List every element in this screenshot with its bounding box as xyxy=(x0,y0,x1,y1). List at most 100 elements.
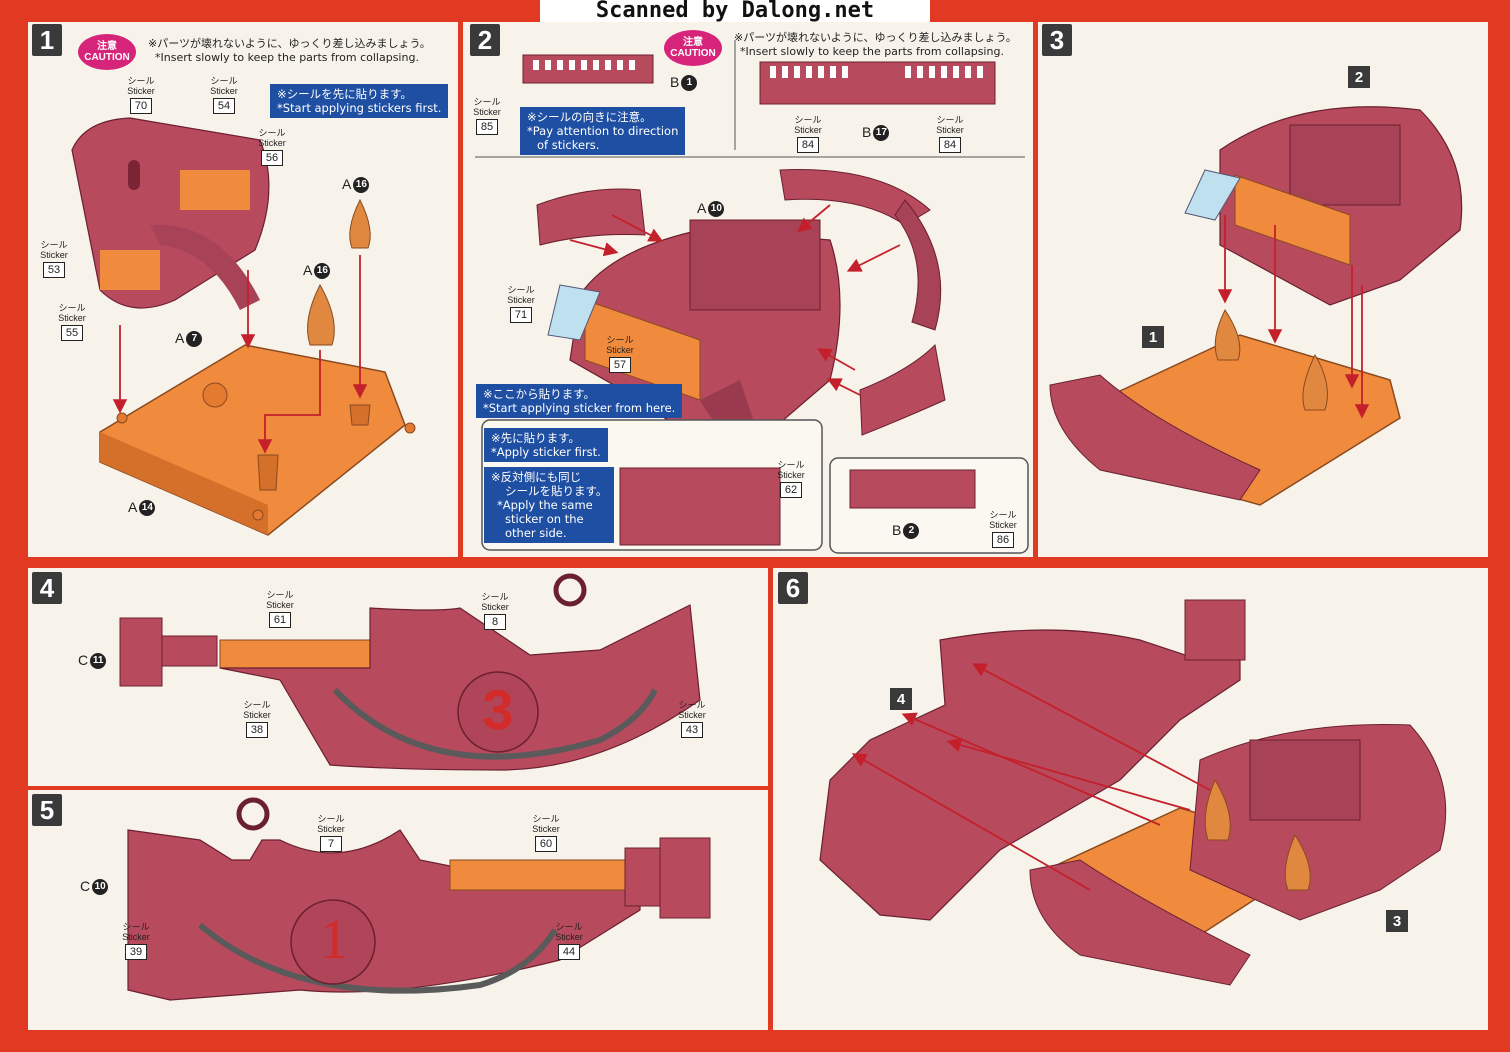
sticker-jp: シール xyxy=(40,240,68,250)
sticker-number: 60 xyxy=(535,836,557,852)
step2-note-jp: ※パーツが壊れないように、ゆっくり差し込みましょう。 xyxy=(734,31,1017,44)
sticker-jp: シール xyxy=(989,510,1017,520)
sticker-en: Sticker xyxy=(210,86,238,96)
sticker-jp: シール xyxy=(210,76,238,86)
sticker-number: 71 xyxy=(510,307,532,323)
part-number: 17 xyxy=(873,125,890,142)
sticker-number: 62 xyxy=(780,482,802,498)
sticker-en: Sticker xyxy=(243,710,271,720)
sticker-number: 56 xyxy=(261,150,283,166)
step2-blue4-jp1: ※反対側にも同じ xyxy=(491,470,582,484)
caution-en: CAUTION xyxy=(670,48,716,59)
step2-blue1-en2: of stickers. xyxy=(537,138,600,152)
sticker-en: Sticker xyxy=(122,932,150,942)
sticker-jp: シール xyxy=(606,335,634,345)
step2-blue4-en1: *Apply the same xyxy=(497,498,593,512)
emblem-number-3: 3 xyxy=(482,678,514,741)
sticker-number: 7 xyxy=(320,836,342,852)
step2-blue4-en2: sticker on the xyxy=(505,512,584,526)
step4-panel xyxy=(28,568,768,786)
sticker-en: Sticker xyxy=(606,345,634,355)
step3-ref-1: 1 xyxy=(1142,326,1164,348)
step2-note-en: *Insert slowly to keep the parts from co… xyxy=(740,45,1004,58)
step6-ref-3: 3 xyxy=(1386,910,1408,932)
emblem-number-1: 1 xyxy=(320,909,348,971)
sticker-jp: シール xyxy=(258,128,286,138)
step6-panel xyxy=(773,568,1488,1030)
step1-note-jp: ※パーツが壊れないように、ゆっくり差し込みましょう。 xyxy=(148,37,431,50)
sticker-number: 86 xyxy=(992,532,1014,548)
step2-apply-first-note: ※先に貼ります。*Apply sticker first. xyxy=(484,428,608,462)
caution-jp: 注意 xyxy=(97,41,117,52)
step2-start-here-note: ※ここから貼ります。*Start applying sticker from h… xyxy=(476,384,683,418)
step2-blue2-en: *Start applying sticker from here. xyxy=(483,401,676,415)
sticker-en: Sticker xyxy=(40,250,68,260)
sticker-jp: シール xyxy=(58,303,86,313)
step1-note-en: *Insert slowly to keep the parts from co… xyxy=(155,51,419,64)
sticker-number: 57 xyxy=(609,357,631,373)
step6-ref-4: 4 xyxy=(890,688,912,710)
step1-blue-note: ※シールを先に貼ります。*Start applying stickers fir… xyxy=(270,84,449,118)
sticker-jp: シール xyxy=(777,460,805,470)
scan-watermark: Scanned by Dalong.net xyxy=(540,0,930,22)
sticker-en: Sticker xyxy=(481,602,509,612)
caution-jp: 注意 xyxy=(683,37,703,48)
part-number: 7 xyxy=(186,331,203,348)
sticker-jp: シール xyxy=(481,592,509,602)
part-number: 16 xyxy=(314,263,331,280)
step2-blue2-jp: ※ここから貼ります。 xyxy=(483,387,595,401)
sticker-number: 38 xyxy=(246,722,268,738)
part-number: 10 xyxy=(92,879,109,896)
part-letter: C xyxy=(78,652,89,668)
sticker-en: Sticker xyxy=(473,107,501,117)
step-4-number: 4 xyxy=(32,572,62,604)
sticker-en: Sticker xyxy=(936,125,964,135)
sticker-number: 54 xyxy=(213,98,235,114)
step1-blue-en: *Start applying stickers first. xyxy=(277,101,442,115)
sticker-number: 84 xyxy=(797,137,819,153)
sticker-jp: シール xyxy=(532,814,560,824)
part-number: 16 xyxy=(353,177,370,194)
part-letter: A xyxy=(175,330,185,346)
sticker-jp: シール xyxy=(122,922,150,932)
sticker-number: 44 xyxy=(558,944,580,960)
step2-blue1-jp: ※シールの向きに注意。 xyxy=(527,110,652,124)
step-6-number: 6 xyxy=(778,572,808,604)
step-5-number: 5 xyxy=(32,794,62,826)
sticker-number: 61 xyxy=(269,612,291,628)
step-3-number: 3 xyxy=(1042,24,1072,56)
part-letter: B xyxy=(670,74,680,90)
step1-blue-jp: ※シールを先に貼ります。 xyxy=(277,87,412,101)
caution-en: CAUTION xyxy=(84,52,130,63)
part-letter: A xyxy=(697,200,707,216)
sticker-en: Sticker xyxy=(507,295,535,305)
part-number: 11 xyxy=(90,653,107,670)
part-letter: B xyxy=(862,124,872,140)
sticker-jp: シール xyxy=(507,285,535,295)
sticker-number: 55 xyxy=(61,325,83,341)
sticker-jp: シール xyxy=(266,590,294,600)
sticker-jp: シール xyxy=(127,76,155,86)
sticker-number: 53 xyxy=(43,262,65,278)
part-letter: A xyxy=(342,176,352,192)
